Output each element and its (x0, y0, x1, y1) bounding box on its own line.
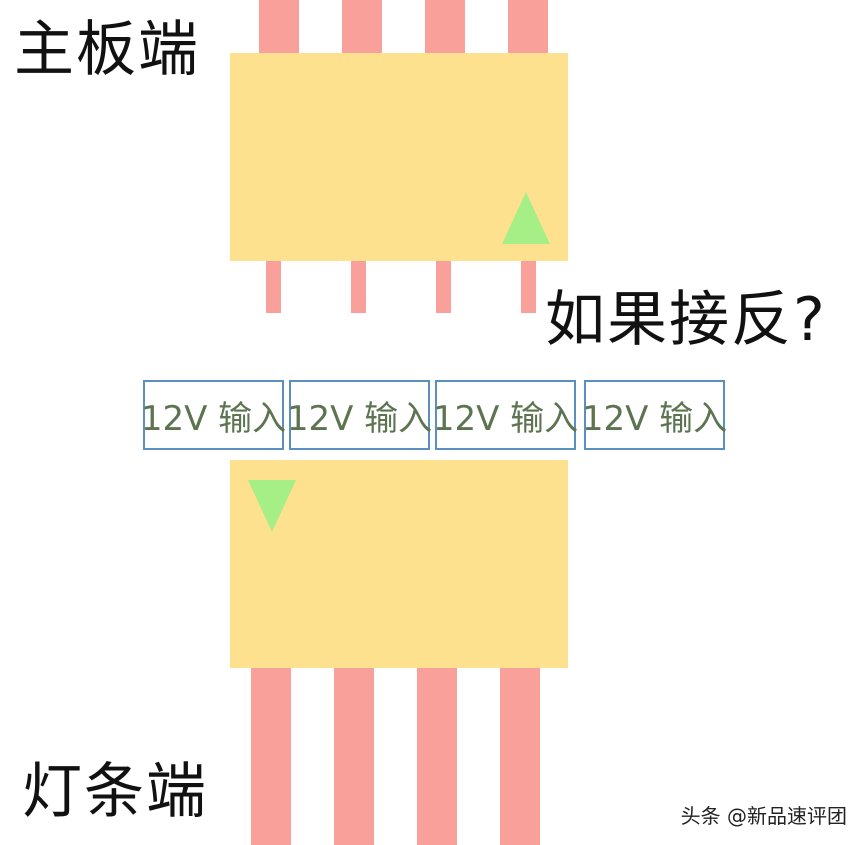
bottom-wire-3 (417, 668, 457, 845)
top-pin-1 (266, 261, 281, 313)
top-wire-2 (342, 0, 382, 56)
top-wire-3 (425, 0, 465, 56)
pin-label-2: 12V 输入 (287, 380, 432, 450)
pin-label-4: 12V 输入 (582, 380, 727, 450)
top-wire-4 (508, 0, 548, 56)
top-pin-2 (351, 261, 366, 313)
watermark: 头条 @新品速评团 (680, 804, 847, 828)
down-arrow-icon (248, 480, 296, 532)
pin-label-3: 12V 输入 (433, 380, 578, 450)
motherboard-end-label: 主板端 (14, 15, 200, 85)
strip-end-label: 灯条端 (22, 757, 208, 827)
bottom-wire-2 (334, 668, 374, 845)
pin-label-1: 12V 输入 (141, 380, 286, 450)
up-arrow-icon (502, 192, 550, 244)
bottom-wire-4 (500, 668, 540, 845)
bottom-wire-1 (251, 668, 291, 845)
top-pin-4 (521, 261, 536, 313)
top-pin-3 (436, 261, 451, 313)
top-wire-1 (259, 0, 299, 56)
question-label: 如果接反? (545, 285, 827, 355)
